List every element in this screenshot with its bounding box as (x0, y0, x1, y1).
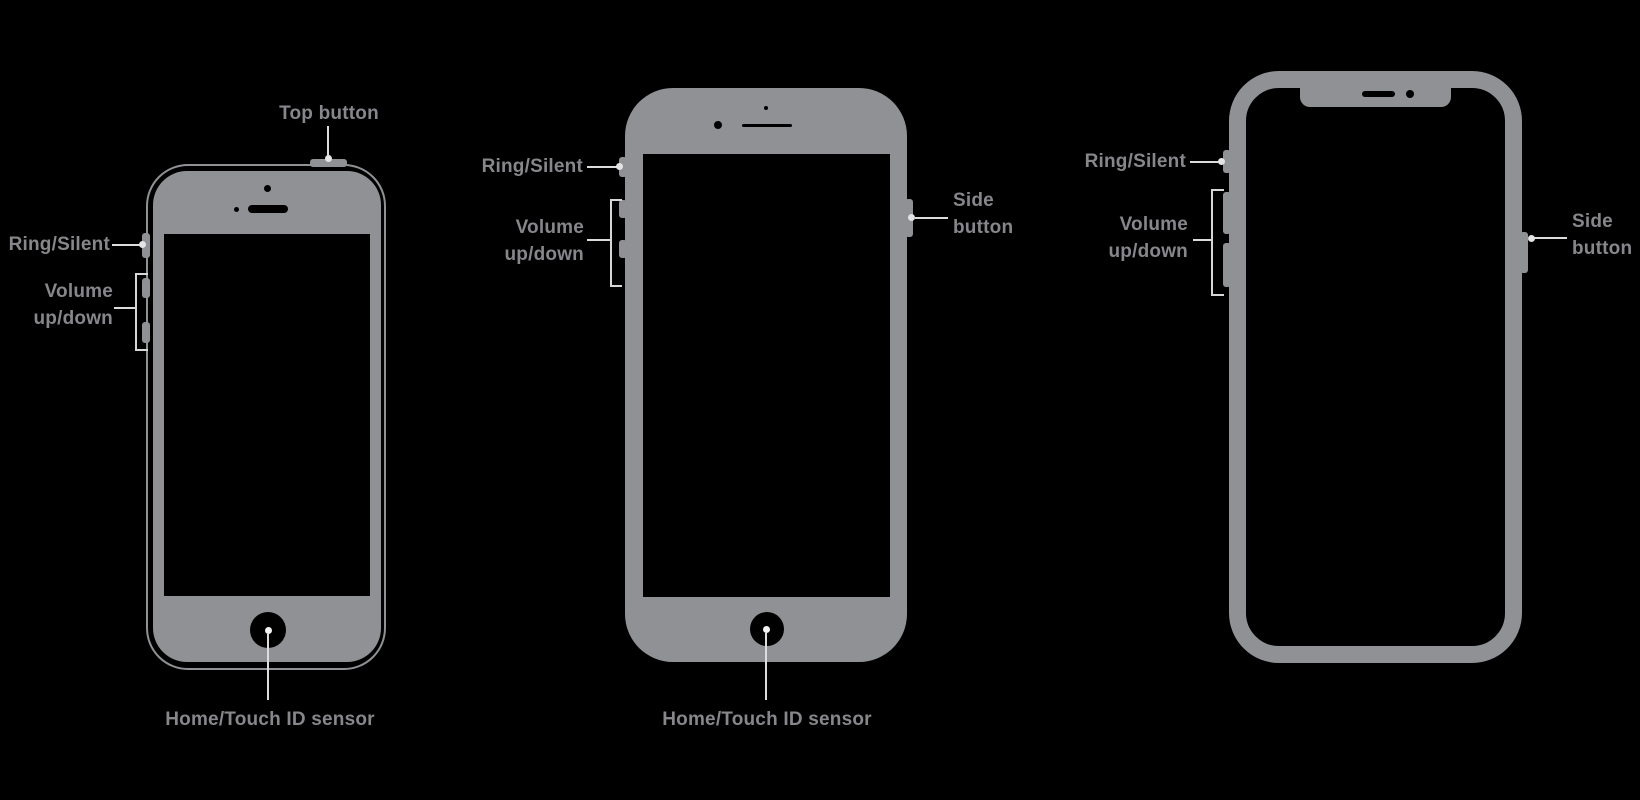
side-button-label-line2: button (953, 217, 1014, 238)
side-button-leader-dot (908, 214, 915, 221)
side-button-label: Side button (1572, 208, 1632, 262)
volume-down-button (619, 240, 627, 258)
side-button-leader-line (1534, 237, 1567, 239)
ring-silent-leader-line (587, 166, 618, 168)
ring-silent-leader-dot (616, 163, 623, 170)
volume-label-line2: up/down (33, 308, 113, 329)
ring-silent-label: Ring/Silent (1085, 148, 1186, 175)
side-button-label-line1: Side (953, 190, 994, 211)
home-leader-line (765, 633, 767, 700)
volume-label: Volume up/down (1109, 211, 1189, 265)
side-button-leader-line (915, 217, 948, 219)
volume-leader-line (587, 239, 610, 241)
volume-leader-line (114, 307, 136, 309)
earpiece-speaker (248, 205, 288, 213)
top-button-leader-dot (325, 155, 332, 162)
ring-silent-switch (1223, 150, 1231, 173)
phone-screen (643, 154, 890, 597)
phone-screen (164, 234, 370, 596)
top-button-label: Top button (229, 100, 429, 127)
side-button (1520, 232, 1528, 273)
volume-down-button (1223, 243, 1231, 287)
volume-label-line1: Volume (1119, 214, 1188, 235)
earpiece-speaker (1362, 91, 1395, 97)
volume-leader-line (1193, 239, 1212, 241)
ambient-sensor-dot (764, 106, 768, 110)
home-touch-id-label: Home/Touch ID sensor (120, 706, 420, 733)
home-touch-id-label: Home/Touch ID sensor (617, 706, 917, 733)
ring-silent-leader-line (1190, 161, 1220, 163)
front-camera-dot (264, 185, 271, 192)
home-touch-id-label-text: Home/Touch ID sensor (165, 709, 375, 730)
ring-silent-leader-line (112, 244, 141, 246)
volume-bracket (610, 199, 622, 287)
ring-silent-label-text: Ring/Silent (8, 234, 110, 255)
top-button (310, 159, 347, 167)
phone-frame (1229, 71, 1522, 663)
home-touch-id-label-text: Home/Touch ID sensor (662, 709, 872, 730)
volume-up-button (619, 200, 627, 218)
ring-silent-leader-dot (139, 241, 146, 248)
volume-label: Volume up/down (34, 278, 114, 332)
volume-label: Volume up/down (505, 214, 585, 268)
home-leader-dot (763, 626, 770, 633)
home-leader-line (267, 634, 269, 700)
ring-silent-switch (619, 157, 627, 177)
ring-silent-label: Ring/Silent (9, 231, 110, 258)
phone-outline (146, 164, 386, 670)
ring-silent-label-text: Ring/Silent (481, 156, 583, 177)
volume-bracket (135, 273, 148, 351)
ring-silent-label: Ring/Silent (482, 153, 583, 180)
home-leader-dot (265, 627, 272, 634)
side-button-leader-dot (1528, 235, 1535, 242)
side-button-label-line1: Side (1572, 211, 1613, 232)
volume-bracket (1211, 189, 1224, 296)
ring-silent-label-text: Ring/Silent (1084, 151, 1186, 172)
front-camera-dot (1406, 90, 1414, 98)
top-button-leader-line (327, 126, 329, 157)
side-button-label-line2: button (1572, 238, 1633, 259)
side-button-label: Side button (953, 187, 1013, 241)
front-camera-dot (714, 121, 722, 129)
volume-up-button (1223, 192, 1231, 234)
ring-silent-leader-dot (1218, 158, 1225, 165)
volume-label-line1: Volume (44, 281, 113, 302)
volume-label-line1: Volume (515, 217, 584, 238)
earpiece-speaker (742, 124, 792, 127)
top-button-label-text: Top button (279, 103, 379, 124)
volume-label-line2: up/down (504, 244, 584, 265)
proximity-sensor-dot (234, 207, 239, 212)
volume-label-line2: up/down (1108, 241, 1188, 262)
